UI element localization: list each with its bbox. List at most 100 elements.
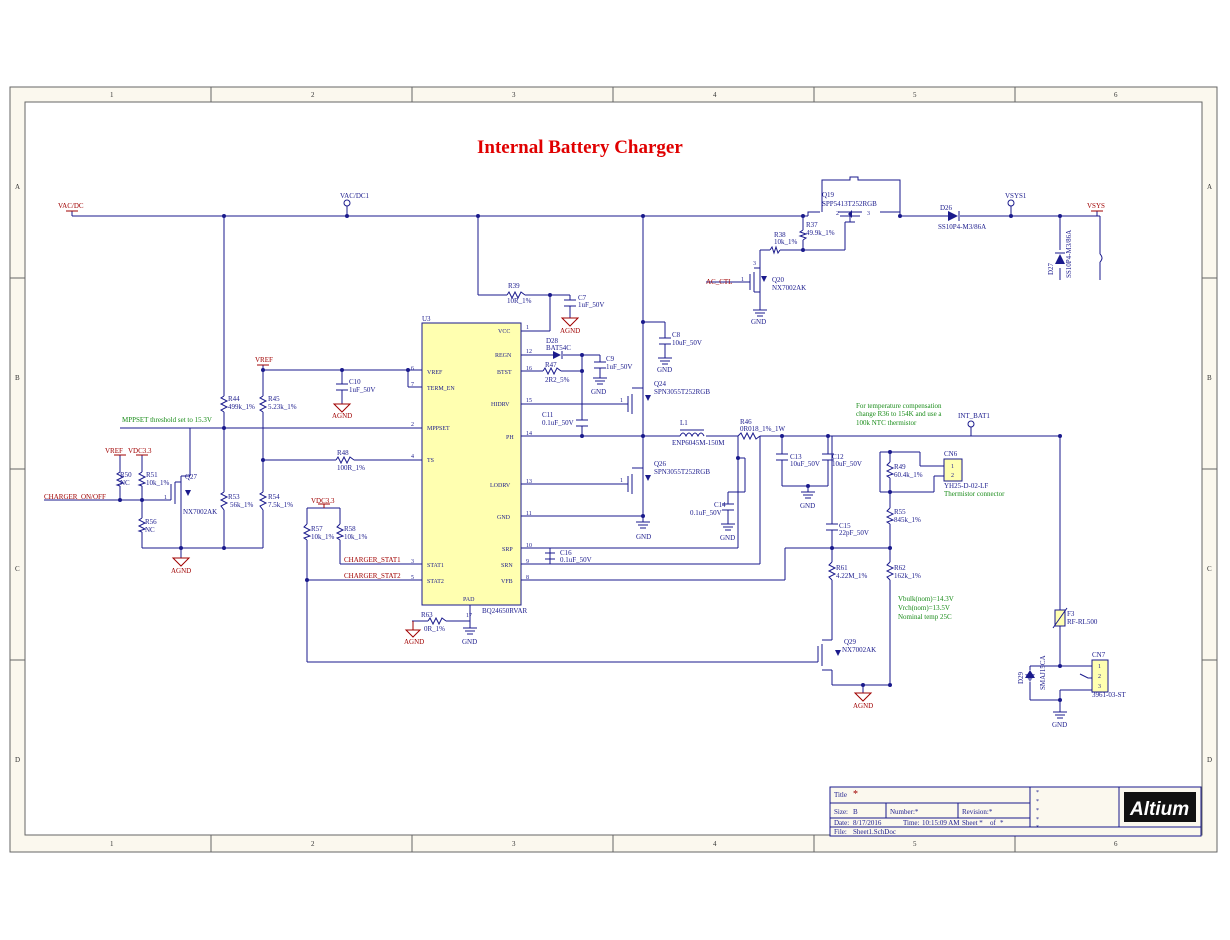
r44-ref: R44 bbox=[228, 395, 240, 403]
svg-text:2: 2 bbox=[1098, 674, 1101, 680]
d26-diode: D26 SS10P4-M3/86A bbox=[938, 204, 986, 231]
r62-value: 162k_1% bbox=[894, 572, 921, 580]
altium-logo: Altium bbox=[1129, 799, 1189, 820]
svg-text:REGN: REGN bbox=[495, 353, 512, 359]
q24-ref: Q24 bbox=[654, 380, 667, 388]
agnd-q27: AGND bbox=[171, 557, 191, 575]
zone-col-6-top: 6 bbox=[1114, 91, 1118, 99]
r58-ref: R58 bbox=[344, 525, 356, 533]
svg-text:3: 3 bbox=[1098, 684, 1101, 690]
note-voltages: Vbulk(nom)=14.3V Vrch(nom)=13.5V Nominal… bbox=[898, 595, 954, 621]
revision-label: Revision:* bbox=[962, 808, 993, 816]
zone-row-a-right: A bbox=[1207, 183, 1212, 191]
r38-resistor: R38 10k_1% bbox=[769, 231, 798, 255]
svg-text:VFB: VFB bbox=[501, 579, 513, 585]
r54-resistor: R54 7.5k_1% bbox=[258, 491, 293, 511]
svg-text:BTST: BTST bbox=[497, 370, 512, 376]
c10-capacitor: C10 1uF_50V bbox=[336, 378, 375, 394]
zone-col-4-bottom: 4 bbox=[713, 840, 717, 848]
title-label: Title bbox=[834, 791, 847, 799]
r51-ref: R51 bbox=[146, 471, 158, 479]
net-port-vac-dc1: VAC/DC1 bbox=[340, 192, 370, 207]
zone-col-5-top: 5 bbox=[913, 91, 917, 99]
q20-value: NX7002AK bbox=[772, 284, 806, 292]
c15-ref: C15 bbox=[839, 522, 851, 530]
net-int-bat1: INT_BAT1 bbox=[958, 412, 990, 436]
cn7-value: 3961-03-ST bbox=[1092, 691, 1127, 699]
note-mppset: MPPSET threshold set to 15.3V bbox=[122, 416, 212, 424]
r37-resistor: R37 49.9k_1% bbox=[798, 221, 835, 241]
u3-pin-labels: VCC REGN BTST HIDRV PH LODRV GND SRP SRN… bbox=[427, 329, 514, 603]
sheet-label: Sheet * bbox=[962, 819, 983, 827]
star-4: * bbox=[1036, 817, 1039, 823]
c9-value: 1uF_50V bbox=[606, 363, 632, 371]
zone-col-5-bottom: 5 bbox=[913, 840, 917, 848]
zone-col-2-top: 2 bbox=[311, 91, 315, 99]
c9-ref: C9 bbox=[606, 355, 615, 363]
net-port-vsys1: VSYS1 bbox=[1005, 192, 1027, 207]
q27-value: NX7002AK bbox=[183, 508, 217, 516]
gnd-pad: GND bbox=[462, 627, 477, 646]
r47-value: 2R2_5% bbox=[545, 376, 570, 384]
svg-text:AC_CTL: AC_CTL bbox=[706, 278, 732, 286]
r61-value: 4.22M_1% bbox=[836, 572, 867, 580]
r45-resistor: R45 5.23k_1% bbox=[258, 395, 297, 413]
junction-dots-feedback bbox=[830, 434, 1062, 702]
svg-text:MPPSET: MPPSET bbox=[427, 426, 450, 432]
d28-diode: D28 BAT54C bbox=[546, 337, 571, 359]
page-title: Internal Battery Charger bbox=[477, 137, 683, 158]
c11-capacitor: C11 0.1uF_50V bbox=[542, 411, 588, 427]
r48-resistor: R48 100R_1% bbox=[335, 449, 365, 472]
svg-text:INT_BAT1: INT_BAT1 bbox=[958, 412, 990, 420]
q29-mosfet: Q29 NX7002AK bbox=[817, 638, 876, 671]
r46-resistor: R46 0R018_1%_1W bbox=[737, 418, 786, 441]
zone-row-a-left: A bbox=[15, 183, 20, 191]
svg-text:STAT2: STAT2 bbox=[427, 579, 444, 585]
r51-resistor: R51 10k_1% bbox=[137, 471, 170, 487]
c10-value: 1uF_50V bbox=[349, 386, 375, 394]
d28-value: BAT54C bbox=[546, 344, 571, 352]
q26-ref: Q26 bbox=[654, 460, 667, 468]
l1-value: ENP6045M-150M bbox=[672, 439, 725, 447]
gnd-c8: GND bbox=[657, 357, 672, 374]
svg-text:HIDRV: HIDRV bbox=[491, 402, 510, 408]
gnd-c14: GND bbox=[720, 523, 735, 542]
svg-text:9: 9 bbox=[526, 559, 529, 565]
svg-text:1: 1 bbox=[951, 464, 954, 470]
gnd-q26: GND bbox=[636, 521, 651, 541]
c15-capacitor: C15 22pF_50V bbox=[826, 522, 869, 537]
svg-text:16: 16 bbox=[526, 366, 532, 372]
svg-text:15: 15 bbox=[526, 398, 532, 404]
svg-text:MPPSET threshold set to 15.3V: MPPSET threshold set to 15.3V bbox=[122, 416, 212, 424]
d26-ref: D26 bbox=[940, 204, 953, 212]
file-label: File: bbox=[834, 828, 847, 836]
agnd-r63: AGND bbox=[404, 621, 424, 646]
svg-text:GND: GND bbox=[462, 638, 477, 646]
svg-text:VSYS: VSYS bbox=[1087, 202, 1105, 210]
q27-mosfet: 1 Q27 NX7002AK bbox=[164, 473, 217, 516]
wires-feedback bbox=[831, 436, 1092, 712]
r55-ref: R55 bbox=[894, 508, 906, 516]
r56-value: NC bbox=[145, 526, 155, 534]
zone-row-b-left: B bbox=[15, 374, 20, 382]
r61-resistor: R61 4.22M_1% bbox=[827, 561, 867, 581]
c13-value: 10uF_50V bbox=[790, 460, 820, 468]
d29-ref: D29 bbox=[1017, 671, 1025, 684]
r44-value: 499k_1% bbox=[228, 403, 255, 411]
svg-text:1: 1 bbox=[526, 325, 529, 331]
agnd-c10: AGND bbox=[332, 403, 352, 420]
u3-ref: U3 bbox=[422, 315, 431, 323]
r56-resistor: R56 NC bbox=[137, 517, 157, 534]
star-2: * bbox=[1036, 799, 1039, 805]
star-3: * bbox=[1036, 808, 1039, 814]
q29-value: NX7002AK bbox=[842, 646, 876, 654]
svg-text:11: 11 bbox=[526, 511, 532, 517]
c13-capacitor: C13 10uF_50V bbox=[776, 453, 820, 468]
c14-capacitor: C14 0.1uF_50V bbox=[690, 501, 734, 517]
r37-value: 49.9k_1% bbox=[806, 229, 835, 237]
junction-dots-rail bbox=[222, 214, 1062, 252]
zone-col-3-bottom: 3 bbox=[512, 840, 516, 848]
zone-row-d-left: D bbox=[15, 756, 20, 764]
r45-value: 5.23k_1% bbox=[268, 403, 297, 411]
